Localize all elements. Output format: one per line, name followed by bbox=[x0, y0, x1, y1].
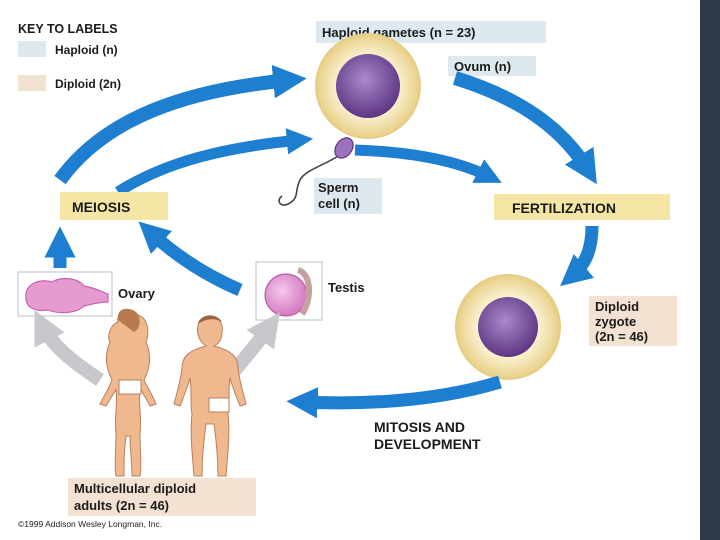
fertilization-label: FERTILIZATION bbox=[494, 194, 670, 220]
diagram-stage: KEY TO LABELS Haploid (n) Diploid (2n) H… bbox=[17, 21, 677, 529]
ovum-label-text: Ovum (n) bbox=[454, 59, 511, 74]
arrow-female-to-ovary bbox=[34, 309, 104, 386]
zygote-nucleus bbox=[478, 297, 538, 357]
male-figure bbox=[173, 315, 247, 477]
adults-label-box bbox=[68, 478, 256, 516]
sperm-label-line1: Sperm bbox=[318, 180, 358, 195]
haploid-key-label: Haploid (n) bbox=[55, 43, 118, 57]
key-legend: KEY TO LABELS Haploid (n) Diploid (2n) bbox=[18, 22, 121, 91]
sperm-label: Sperm cell (n) bbox=[314, 178, 382, 214]
arrow-ovum-to-fertilization bbox=[452, 71, 597, 185]
fertilization-text: FERTILIZATION bbox=[512, 200, 616, 216]
ovum-nucleus bbox=[336, 54, 400, 118]
arrow-zygote-to-adults bbox=[286, 375, 502, 419]
arrow-sperm-to-fertilization bbox=[354, 144, 502, 183]
haploid-gametes-text: Haploid gametes (n = 23) bbox=[322, 25, 476, 40]
mitosis-label-line1: MITOSIS AND bbox=[374, 419, 465, 435]
adults-label-line2: adults (2n = 46) bbox=[74, 498, 169, 513]
adults-label: Multicellular diploid adults (2n = 46) bbox=[68, 478, 256, 516]
fertilization-box bbox=[494, 194, 670, 220]
sperm-label-box bbox=[314, 178, 382, 214]
sperm-head bbox=[334, 137, 354, 159]
female-modesty-box bbox=[118, 379, 142, 395]
zygote-label-line1: Diploid bbox=[595, 299, 639, 314]
ovary-image bbox=[17, 271, 113, 317]
meiosis-label: MEIOSIS bbox=[60, 192, 168, 220]
testis-image bbox=[255, 261, 323, 321]
zygote-label: Diploid zygote (2n = 46) bbox=[589, 296, 677, 346]
ovum-label: Ovum (n) bbox=[448, 56, 536, 76]
haploid-swatch bbox=[18, 41, 46, 57]
sperm-label-line2: cell (n) bbox=[318, 196, 360, 211]
ovum-label-box bbox=[448, 56, 536, 76]
epididymis bbox=[296, 267, 312, 316]
right-edge-bar bbox=[700, 0, 720, 540]
diploid-swatch bbox=[18, 75, 46, 91]
meiosis-box bbox=[60, 192, 168, 220]
arrow-male-to-testis bbox=[229, 312, 280, 375]
female-figure bbox=[99, 308, 157, 477]
zygote-label-line2: zygote bbox=[595, 314, 636, 329]
copyright-text: ©1999 Addison Wesley Longman, Inc. bbox=[18, 519, 162, 529]
male-modesty-box bbox=[208, 397, 230, 413]
zygote-label-line3: (2n = 46) bbox=[595, 329, 648, 344]
arrow-testis-to-meiosis bbox=[138, 221, 243, 296]
adults-label-line1: Multicellular diploid bbox=[74, 481, 196, 496]
zygote-cell bbox=[455, 274, 561, 380]
ovum-cell bbox=[315, 33, 421, 139]
key-title: KEY TO LABELS bbox=[18, 22, 118, 36]
sperm-cell bbox=[278, 137, 354, 206]
female-hair bbox=[117, 308, 140, 332]
male-body bbox=[173, 316, 247, 477]
zygote-label-box bbox=[589, 296, 677, 346]
testis-organ bbox=[264, 273, 308, 317]
diploid-key-label: Diploid (2n) bbox=[55, 77, 121, 91]
male-hair bbox=[198, 315, 222, 324]
arrow-meiosis-to-ovum bbox=[54, 64, 307, 185]
sperm-tail bbox=[278, 155, 339, 206]
female-body bbox=[99, 313, 157, 477]
arrow-fertilization-to-zygote bbox=[560, 225, 599, 287]
testis-label: Testis bbox=[328, 280, 365, 295]
mitosis-label-line2: DEVELOPMENT bbox=[374, 436, 481, 452]
meiosis-text: MEIOSIS bbox=[72, 199, 130, 215]
ovary-label: Ovary bbox=[118, 286, 156, 301]
life-cycle-diagram: KEY TO LABELS Haploid (n) Diploid (2n) H… bbox=[17, 21, 677, 529]
arrow-meiosis-to-sperm bbox=[115, 128, 314, 197]
